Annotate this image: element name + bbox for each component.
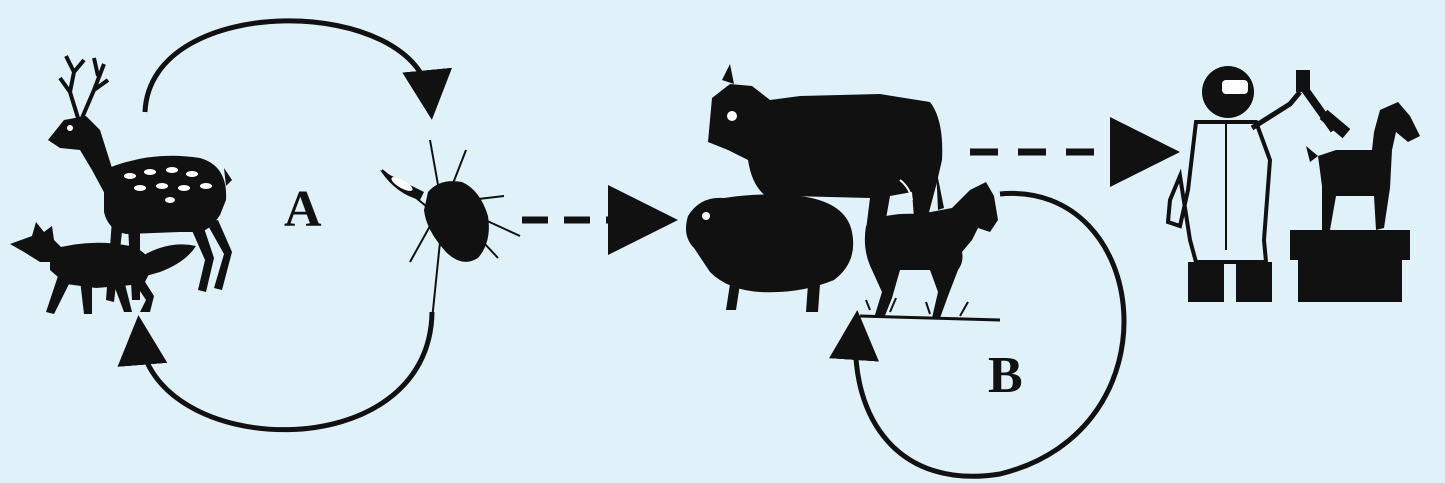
veterinarian-icon [1165,66,1351,302]
dog-icon [1306,102,1420,230]
cycle-a-top-arrow [142,18,452,120]
fox-icon [10,222,196,314]
cycle-a-label: A [284,181,322,238]
deer-icon [48,55,232,302]
tick-icon [380,139,521,321]
goat-icon [859,168,1001,322]
cycle-b-arrow [829,191,1127,479]
cow-icon [708,64,943,230]
cycle-a-bottom-arrow [117,311,435,433]
grooming-table [1290,230,1410,302]
sheep-icon [686,194,854,312]
cycle-b-label: B [988,347,1023,404]
